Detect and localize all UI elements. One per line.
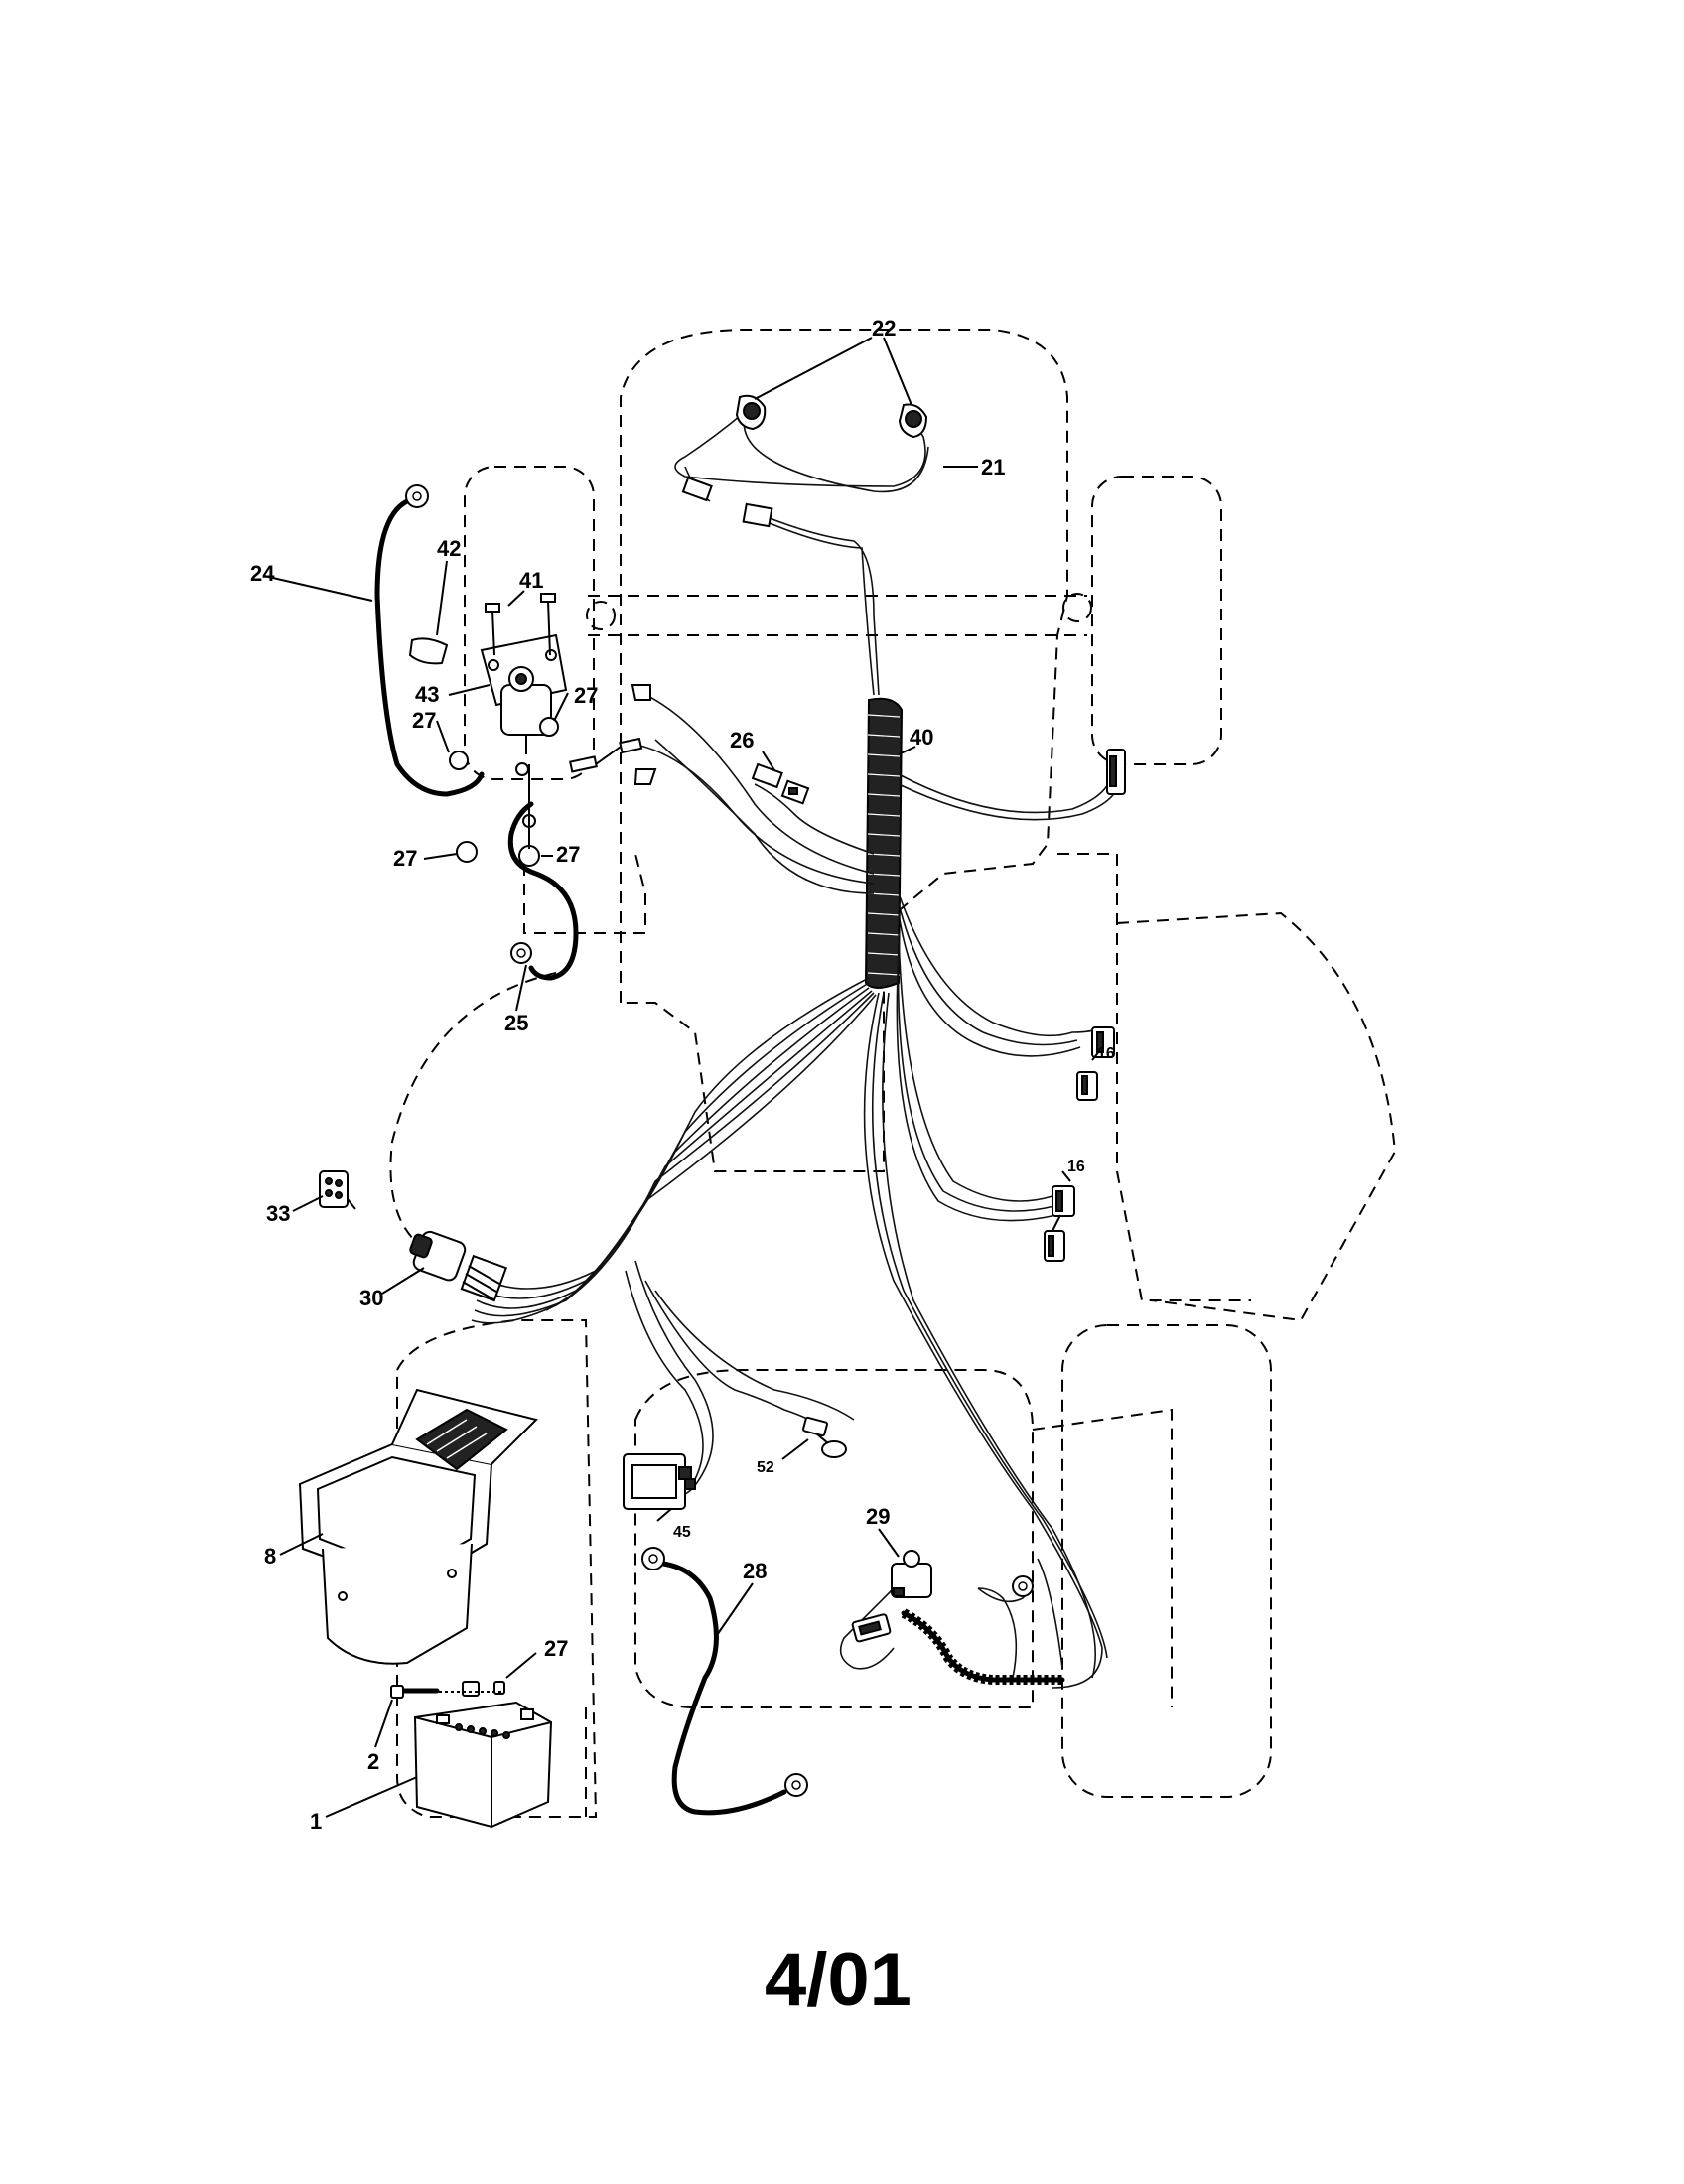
- harness-conduit: [864, 697, 904, 989]
- callout-26: 26: [730, 728, 754, 752]
- module-45: [623, 1453, 696, 1510]
- rear-coil: [901, 1608, 1065, 1685]
- callout-27-b: 27: [412, 708, 436, 733]
- wiring-harness: [471, 411, 1121, 1689]
- callout-43: 43: [415, 682, 439, 707]
- cable-25: [507, 801, 579, 981]
- callout-27-e: 27: [544, 1636, 568, 1661]
- callout-27-c: 27: [393, 846, 417, 871]
- callout-27-a: 27: [574, 683, 598, 708]
- cable-24: [374, 498, 485, 797]
- cables: [374, 484, 808, 1816]
- callout-28: 28: [743, 1559, 767, 1583]
- callout-25: 25: [504, 1011, 528, 1035]
- headlight-right: [898, 403, 928, 439]
- callout-8: 8: [264, 1544, 276, 1569]
- bulb-52: [802, 1416, 847, 1458]
- seat-switch-29: [891, 1550, 932, 1598]
- battery-box-8: [298, 1388, 538, 1665]
- callout-45: 45: [673, 1524, 691, 1541]
- callout-52: 52: [757, 1459, 774, 1476]
- solenoid-43: [480, 633, 568, 754]
- battery-1: [413, 1701, 553, 1829]
- callout-42: 42: [437, 536, 461, 561]
- callout-22: 22: [872, 316, 896, 341]
- callout-24: 24: [250, 561, 275, 586]
- callouts: 22 21 24 42 41 43 27 27 27 27 26 40 25 1…: [250, 316, 1115, 1834]
- ignition-key-33: [319, 1170, 356, 1210]
- callout-29: 29: [866, 1504, 890, 1529]
- callout-16-b: 16: [1067, 1159, 1085, 1175]
- tractor-outline: [389, 328, 1397, 1818]
- cable-28: [660, 1561, 787, 1816]
- callout-41: 41: [519, 568, 543, 593]
- footer-revision-code: 4/01: [765, 1938, 912, 2022]
- callout-33: 33: [266, 1201, 290, 1226]
- callout-40: 40: [910, 725, 933, 750]
- callout-27-d: 27: [556, 842, 580, 867]
- leader-lines: [263, 337, 1101, 1818]
- headlight-left: [735, 394, 767, 431]
- callout-2: 2: [367, 1749, 379, 1774]
- callout-30: 30: [359, 1286, 383, 1310]
- ignition-switch-30: [409, 1230, 508, 1302]
- callout-1: 1: [310, 1809, 322, 1834]
- callout-21: 21: [981, 455, 1005, 479]
- parts: [298, 394, 1126, 1829]
- callout-16-a: 16: [1097, 1045, 1115, 1062]
- nuts-27: [449, 717, 559, 867]
